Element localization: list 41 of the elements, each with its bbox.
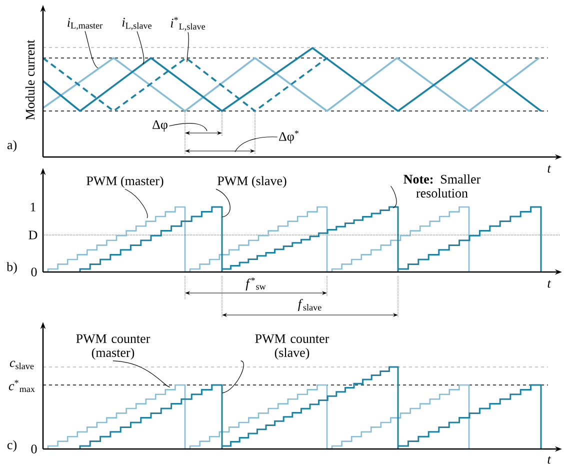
leader-line: [234, 136, 278, 152]
axis-label: t: [548, 165, 552, 173]
tick-label: c$_{slave}$: [10, 360, 34, 370]
curve-label: PWM counter (master): [76, 334, 150, 360]
leader-line: [124, 188, 148, 218]
curve-label: i$_{L,slave}$: [122, 18, 152, 30]
axis-title: Module current: [25, 40, 35, 120]
tick-label: c$^{*}$max: [8, 380, 35, 392]
leader-line: [112, 360, 170, 388]
panel-letter: b): [6, 262, 17, 274]
waveform: [47, 384, 470, 450]
tick-label: 1: [30, 202, 36, 212]
waveform: [47, 206, 470, 273]
leader-line: [168, 123, 208, 132]
tick-label: 0: [31, 268, 37, 276]
leader-line: [136, 31, 144, 64]
curve-label: PWM (master): [86, 176, 164, 188]
curve-label: Note: Smaller resolution: [404, 174, 481, 198]
dimension-label: f$^{*}$sw: [246, 277, 266, 291]
tick-label: 0: [31, 444, 37, 454]
dimension-label: f$_{slave}$: [298, 299, 322, 311]
leader-line: [186, 32, 189, 62]
leader-line: [216, 188, 230, 218]
leader-line: [390, 186, 397, 208]
curve-label: PWM (slave): [218, 176, 286, 188]
curve-label: i$_{L,master}$: [68, 18, 103, 30]
panel-letter: c): [7, 440, 16, 452]
curve-label: i$^{*}$L,slave: [170, 17, 206, 31]
curve-label: Δφ: [152, 120, 168, 132]
waveform: [42, 57, 328, 112]
waveform: [79, 366, 542, 450]
leader-line: [222, 360, 244, 394]
curve-label: PWM counter (slave): [255, 334, 330, 360]
curve-label: Δφ$^{*}$: [279, 130, 299, 144]
waveform: [79, 206, 542, 273]
leader-line: [84, 30, 98, 68]
axis-label: t: [548, 280, 552, 288]
axis-label: t: [548, 456, 552, 464]
panel-letter: a): [7, 140, 16, 152]
waveform: [42, 57, 540, 112]
waveform: [42, 47, 542, 112]
